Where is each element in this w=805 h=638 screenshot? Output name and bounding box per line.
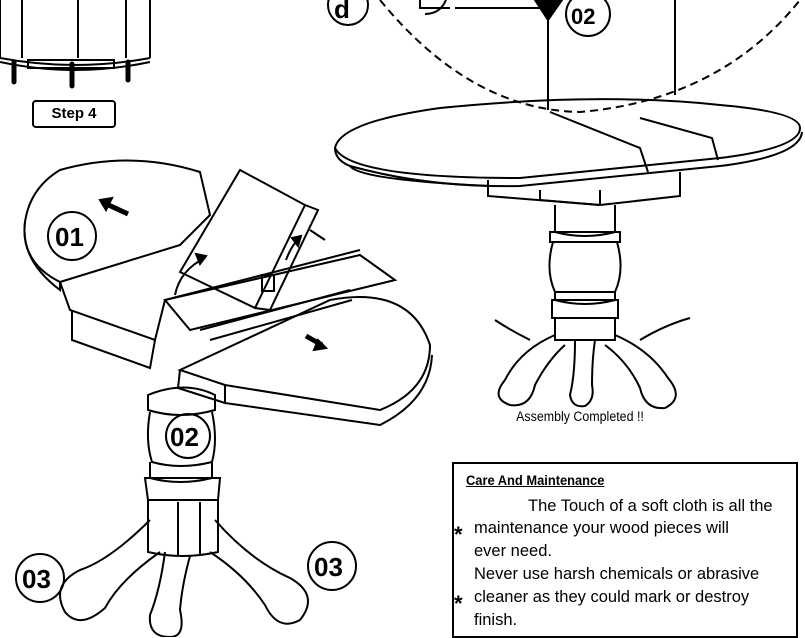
care-line-6: finish. <box>474 611 518 629</box>
care-line-3: ever need. <box>474 542 552 560</box>
assembly-completed-caption: Assembly Completed !! <box>516 409 644 424</box>
letter-d-label: d <box>334 0 350 24</box>
extending-table-drawing: 01 02 03 <box>16 160 432 637</box>
step-badge: Step 4 <box>32 100 116 128</box>
partial-pedestal-drawing <box>0 0 150 86</box>
part-01-label: 01 <box>55 222 84 252</box>
care-title: Care And Maintenance <box>466 472 605 488</box>
care-maintenance-box: Care And Maintenance The Touch of a soft… <box>452 462 798 638</box>
care-line-5: cleaner as they could mark or destroy <box>474 588 750 606</box>
care-line-4: Never use harsh chemicals or abrasive <box>474 565 760 583</box>
care-line-2: maintenance your wood pieces will <box>474 519 729 537</box>
completed-table-drawing <box>335 99 802 408</box>
part-02-top-label: 02 <box>571 4 595 29</box>
detail-magnifier: d 02 <box>328 0 800 112</box>
part-02-pedestal-label: 02 <box>170 422 199 452</box>
part-03-right-label: 03 <box>314 552 343 582</box>
care-line-1: The Touch of a soft cloth is all the <box>528 497 773 515</box>
part-03-left-label: 03 <box>22 564 51 594</box>
care-bullet-2: * <box>454 591 463 616</box>
care-bullet-1: * <box>454 522 463 547</box>
